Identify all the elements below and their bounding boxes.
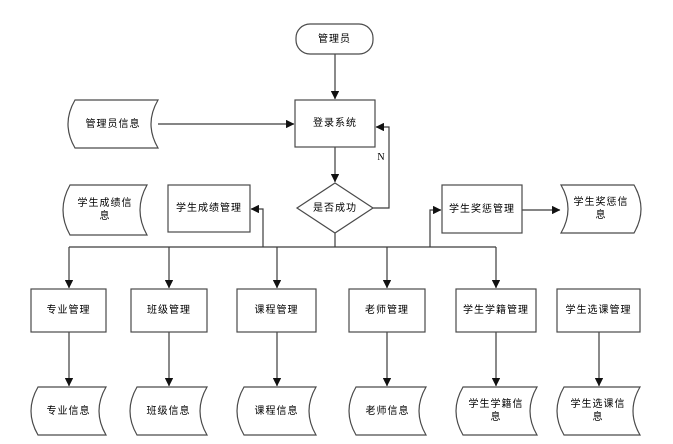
login-node: 登录系统 (313, 118, 357, 129)
teacher-info-stored-shape (348, 386, 428, 436)
teacher-info-node: 老师信息 (365, 405, 410, 417)
major-mgmt-node: 专业管理 (46, 305, 91, 316)
no-branch-label: N (377, 152, 385, 163)
class-info-node: 班级信息 (146, 405, 191, 417)
reward-info-node: 学生奖惩信息 (573, 197, 629, 221)
status-info-node: 学生学籍信息 (468, 399, 524, 423)
edge-bus-grademgmt (250, 204, 264, 247)
class-mgmt-node: 班级管理 (147, 305, 191, 316)
teacher-mgmt-node: 老师管理 (365, 305, 409, 316)
status-mgmt-node: 学生学籍管理 (463, 305, 529, 316)
grade-mgmt-node: 学生成绩管理 (176, 203, 242, 214)
major-mgmt-process-shape (30, 288, 107, 333)
grade-info-node: 学生成绩信息 (77, 198, 133, 222)
teacher-mgmt-process-shape (348, 288, 426, 333)
admin-terminator-shape (295, 23, 374, 55)
reward-mgmt-process-shape (441, 184, 523, 234)
node-shapes (30, 23, 642, 436)
course-info-node: 课程信息 (254, 405, 299, 417)
reward-mgmt-node: 学生奖惩管理 (449, 203, 515, 215)
elective-mgmt-process-shape (556, 288, 641, 333)
status-mgmt-process-shape (455, 288, 537, 333)
admin-node: 管理员 (318, 33, 351, 45)
course-mgmt-process-shape (236, 288, 317, 333)
grade-mgmt-process-shape (167, 184, 251, 233)
reward-info-stored-shape (559, 184, 642, 234)
status-info-stored-shape (455, 386, 539, 436)
class-info-stored-shape (129, 386, 209, 436)
edge-bus-rewardmgmt (429, 205, 442, 247)
class-mgmt-process-shape (130, 288, 208, 333)
major-info-stored-shape (30, 386, 108, 436)
connectors (64, 54, 604, 387)
course-mgmt-node: 课程管理 (254, 305, 299, 316)
admin-info-stored-shape (67, 99, 160, 149)
decision-diamond-shape (295, 182, 375, 234)
major-info-node: 专业信息 (46, 405, 91, 417)
login-process-shape (294, 99, 376, 148)
elective-info-stored-shape (556, 386, 642, 436)
grade-info-stored-shape (62, 184, 149, 236)
edge-decision-no-login (373, 122, 390, 209)
decision-node: 是否成功 (313, 202, 357, 214)
course-info-stored-shape (236, 386, 318, 436)
admin-info-node: 管理员信息 (85, 118, 141, 130)
elective-info-node: 学生选课信息 (570, 399, 626, 423)
elective-mgmt-node: 学生选课管理 (565, 305, 632, 316)
